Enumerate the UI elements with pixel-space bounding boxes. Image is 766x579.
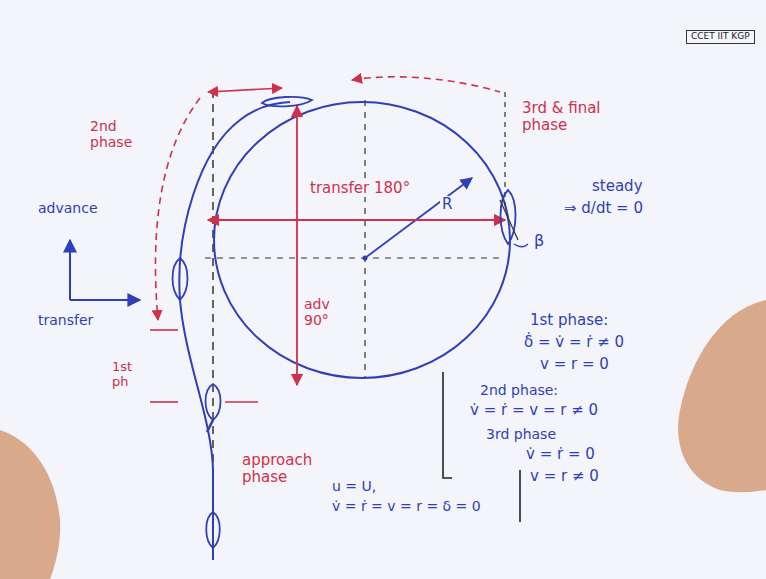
annotation-label: 2nd phase: [478,382,560,398]
annotation-label: adv 90° [302,296,344,328]
transfer-arrow [208,219,505,221]
annotation-label: v̇ = ṙ = 0 [524,446,597,463]
annotation-label: u = U, [330,478,378,494]
annotation-label: v = r ≠ 0 [528,468,601,485]
phase-tick [150,329,178,331]
transfer-axis [70,299,140,301]
annotation-label: β [532,232,546,250]
annotation-label: steady [590,178,645,195]
watermark-text: CCET IIT KGP [691,32,750,42]
hand [678,300,766,492]
annotation-label: v̇ = ṙ = v = r ≠ 0 [468,402,600,419]
annotation-label: 3rd & final phase [520,100,634,135]
annotation-label: ⇒ d/dt = 0 [562,200,645,217]
annotation-label: 3rd phase [484,426,558,442]
advance-arrow [296,106,298,385]
annotation-label: transfer [36,312,95,328]
annotation-label: v = r = 0 [538,356,611,373]
ship-symbols [173,97,519,548]
annotation-label: transfer 180° [308,180,412,197]
center-dot [363,256,368,261]
annotation-label: R [440,196,454,213]
center-line [364,100,365,378]
drift-angle-arc [514,244,528,247]
turning-circle [214,102,510,378]
watermark-box: CCET IIT KGP [686,30,755,44]
annotation-label: 1st ph [110,360,150,390]
annotation-label: v̇ = ṙ = v = r = δ = 0 [330,498,483,514]
phase-arrow [208,88,282,92]
phase-arrow [155,98,200,320]
guide-line [504,92,505,205]
advance-axis [69,240,71,300]
annotation-label: δ̇ = v̇ = ṙ ≠ 0 [522,334,626,351]
annotation-label: advance [36,200,100,216]
annotation-label: 1st phase: [528,312,610,329]
turning-path [179,102,290,560]
annotation-label: 2nd phase [88,118,142,150]
phase-tick [150,401,178,403]
annotation-label: approach phase [240,452,324,487]
phase-tick [225,401,258,403]
center-line [205,257,505,258]
phase-arrow [352,77,500,92]
hand [0,430,60,579]
